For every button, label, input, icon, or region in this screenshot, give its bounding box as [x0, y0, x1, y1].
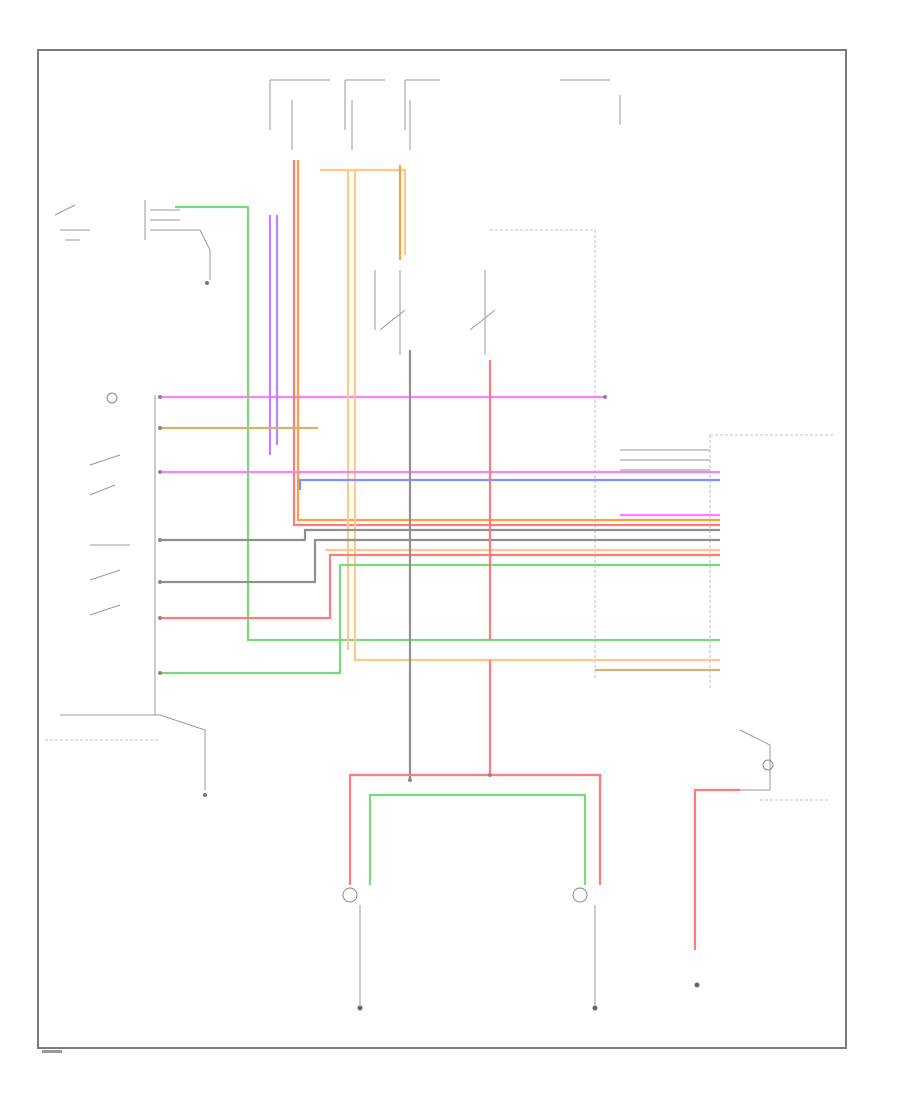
multifunction-switch — [54, 200, 211, 285]
wire-red-1 — [292, 160, 720, 527]
headlamp-right — [572, 887, 598, 1011]
wire-orange-1 — [296, 160, 720, 522]
connectors — [158, 395, 607, 782]
fuse-block-top — [269, 79, 621, 150]
headlamp-left — [342, 887, 363, 1011]
wire-blue-1 — [298, 478, 720, 490]
wires — [160, 160, 740, 950]
wire-green-2 — [160, 563, 720, 675]
diagram-frame — [37, 49, 847, 1049]
wire-lightorange-1 — [320, 168, 407, 255]
wire-lightorange-2 — [353, 170, 720, 662]
wire-red-5 — [490, 773, 602, 885]
footer-code — [42, 1050, 62, 1053]
control-relay — [374, 229, 596, 680]
wire-gray-1 — [160, 528, 720, 542]
wire-gray-2 — [160, 538, 720, 584]
wire-red-2 — [160, 553, 720, 620]
wire-green-1 — [175, 205, 720, 642]
wire-red-4 — [348, 773, 490, 885]
wire-red-6 — [693, 788, 740, 950]
daytime-running-relay — [694, 729, 830, 988]
headlamp-switch — [45, 392, 207, 797]
wire-green-3 — [368, 793, 587, 885]
lighting-control-module — [620, 434, 835, 690]
